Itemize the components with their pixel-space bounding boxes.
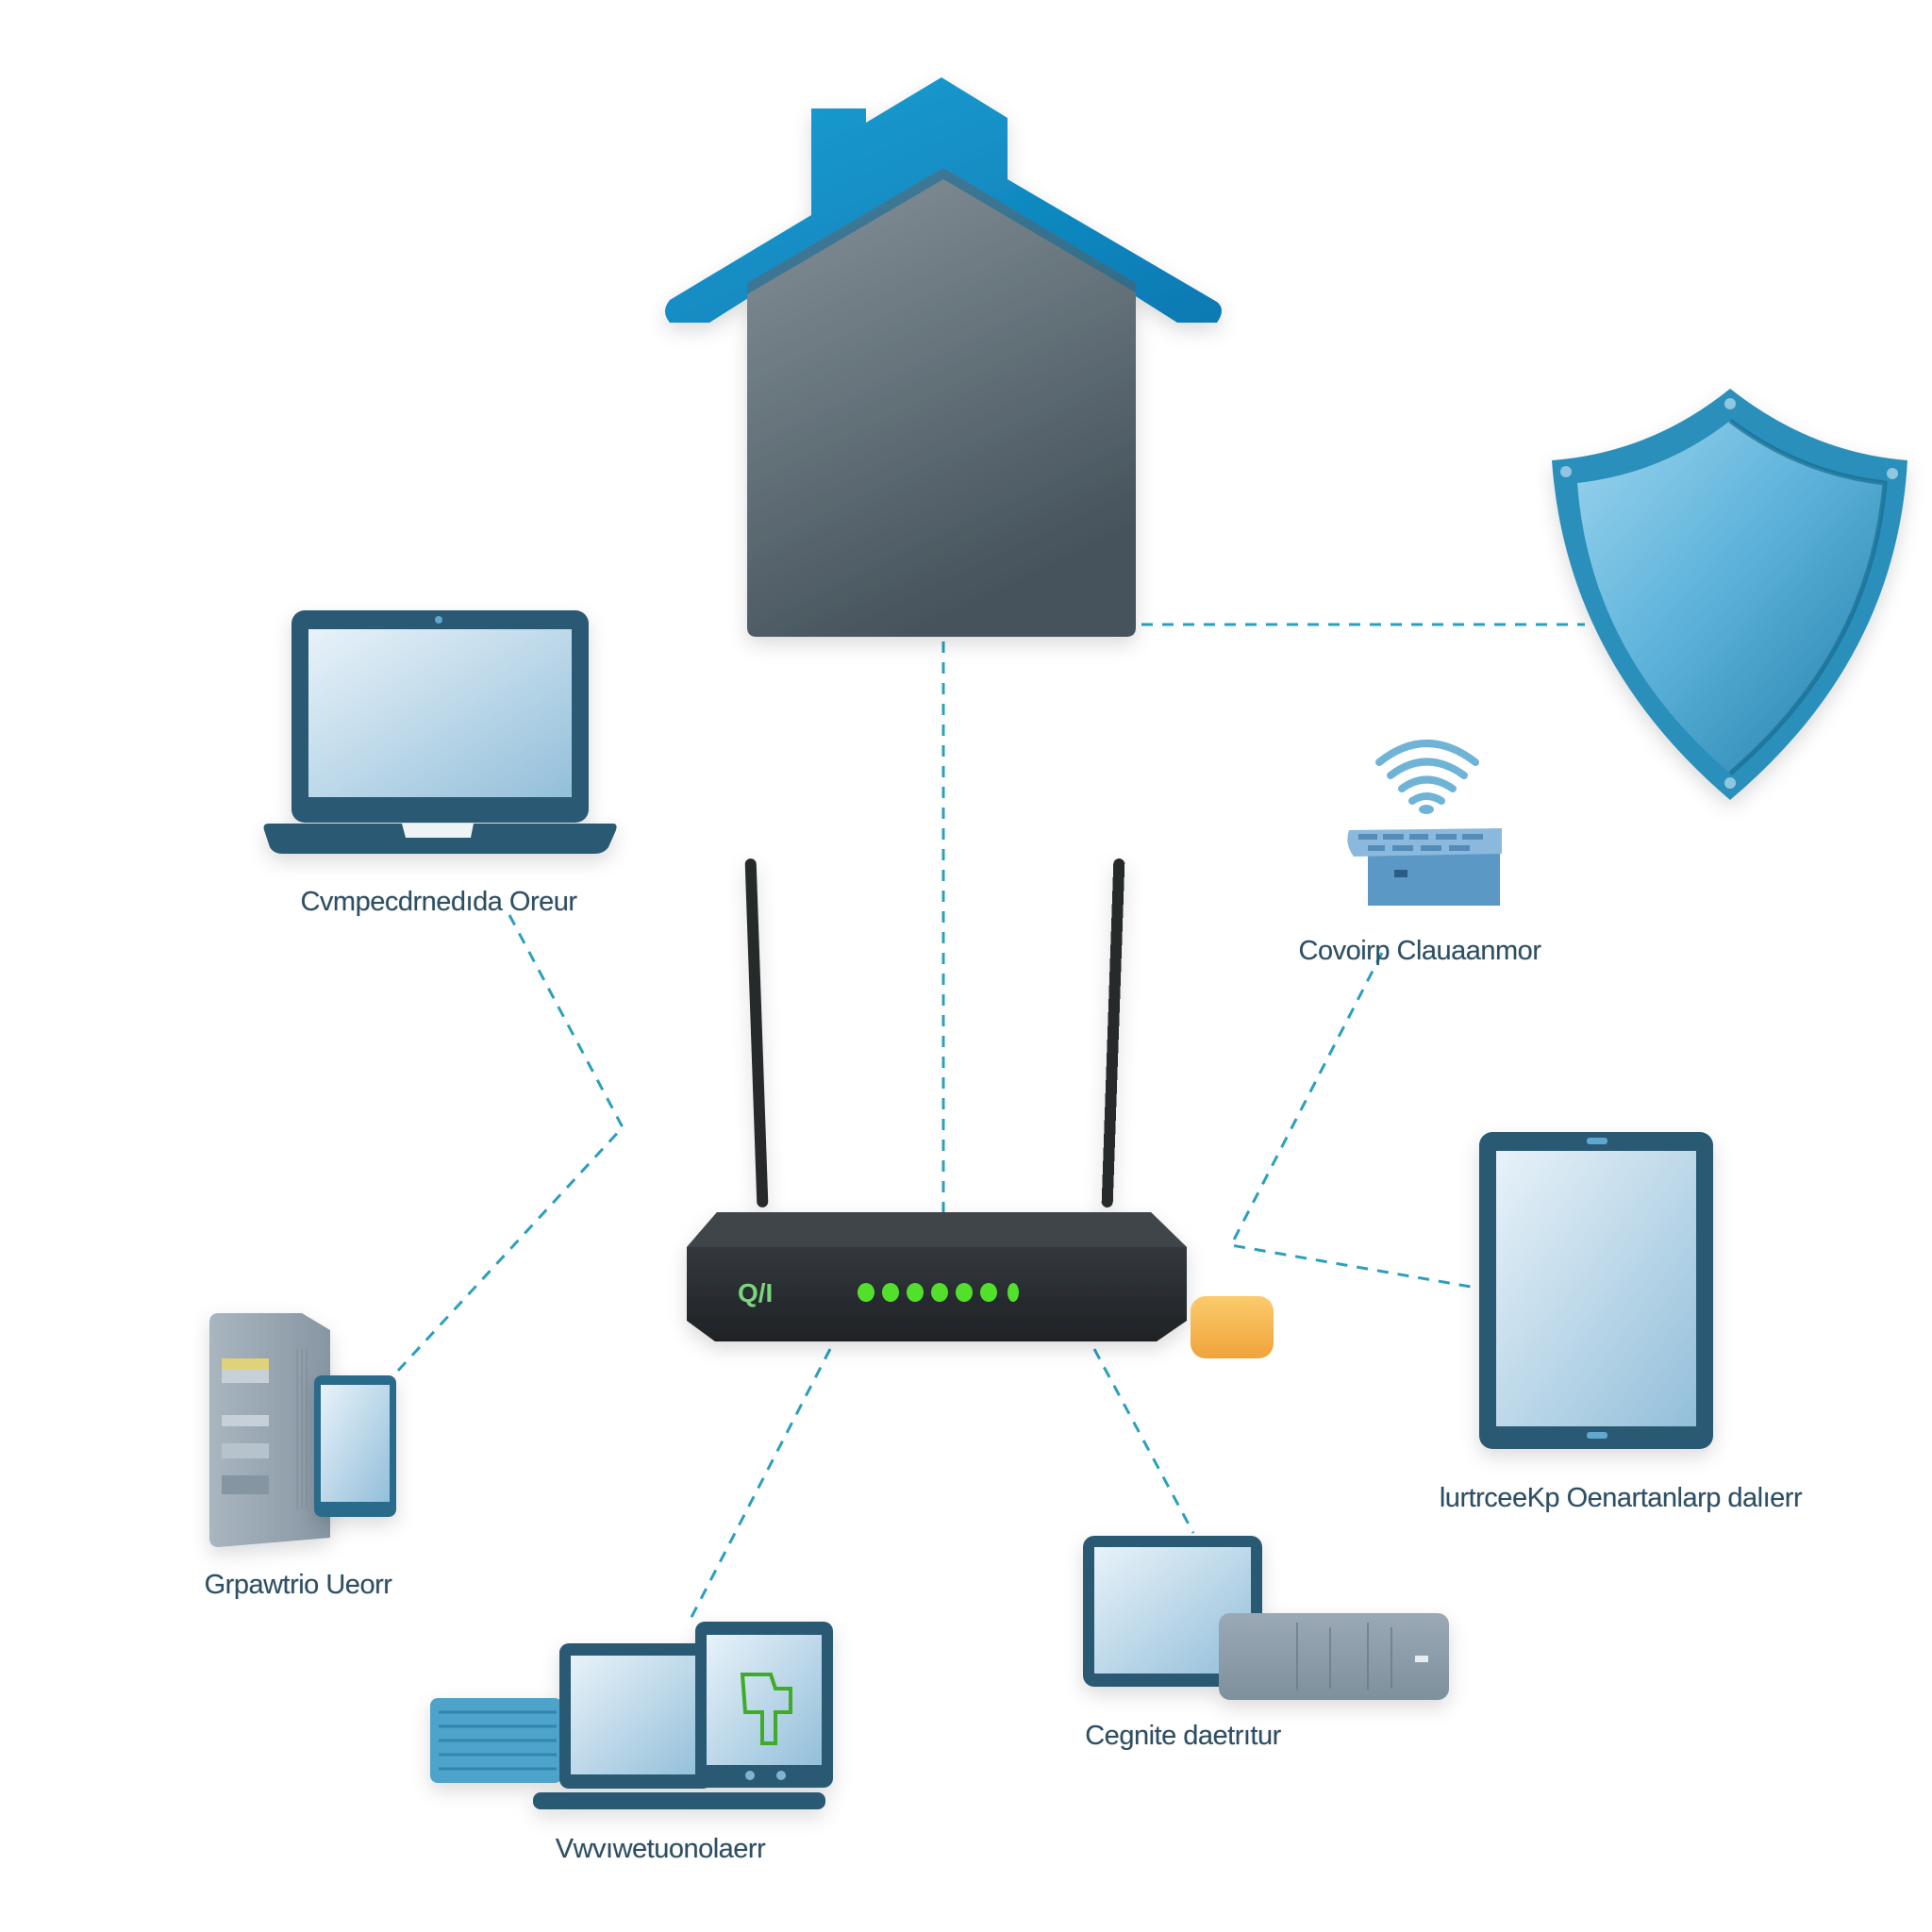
label-workstation: Vwvıwetuonolaerr (555, 1834, 766, 1864)
accessory-icon (1191, 1296, 1274, 1358)
label-tablet: lurtrceeKp Oenartanlarp dalıerr (1439, 1483, 1803, 1513)
router-logo: Q/I (738, 1278, 773, 1307)
router-led (1008, 1283, 1019, 1302)
router-led (931, 1283, 948, 1302)
antenna-left (744, 858, 769, 1208)
edge-laptop-server (394, 914, 625, 1374)
edge-router-monitor (1092, 1348, 1195, 1534)
router-led (980, 1283, 997, 1302)
wifi-access-point-icon[interactable] (1347, 740, 1502, 906)
router-led (882, 1283, 899, 1302)
label-laptop: Cvmpecdrnedıda Oreur (300, 887, 577, 917)
shield-icon[interactable] (1552, 389, 1907, 800)
label-wifi-hub: Covoirp Clauaanmor (1298, 936, 1541, 966)
connector-lines (394, 623, 1585, 1624)
edge-wifi-tablet (1228, 952, 1477, 1290)
router-led (858, 1283, 874, 1302)
nas-device (1219, 1613, 1449, 1700)
house-icon[interactable] (665, 77, 1222, 637)
edge-router-workstation (687, 1348, 832, 1624)
label-server-phone: Grpawtrio Ueorr (204, 1570, 392, 1600)
wifi-router-icon[interactable]: Q/I (687, 858, 1187, 1341)
smartphone-icon[interactable] (314, 1375, 396, 1517)
desktop-tablet-combo-icon[interactable] (430, 1622, 833, 1809)
router-led (907, 1283, 924, 1302)
tablet-icon[interactable] (1479, 1132, 1713, 1449)
label-monitor-nas: Cegnite daetrıtur (1085, 1721, 1281, 1751)
monitor-storage-icon[interactable] (1083, 1536, 1449, 1700)
laptop-icon[interactable] (263, 610, 617, 854)
router-status-leds (858, 1283, 1019, 1302)
server-tower-icon[interactable] (209, 1313, 330, 1547)
router-led (956, 1283, 973, 1302)
antenna-right (1101, 858, 1125, 1208)
